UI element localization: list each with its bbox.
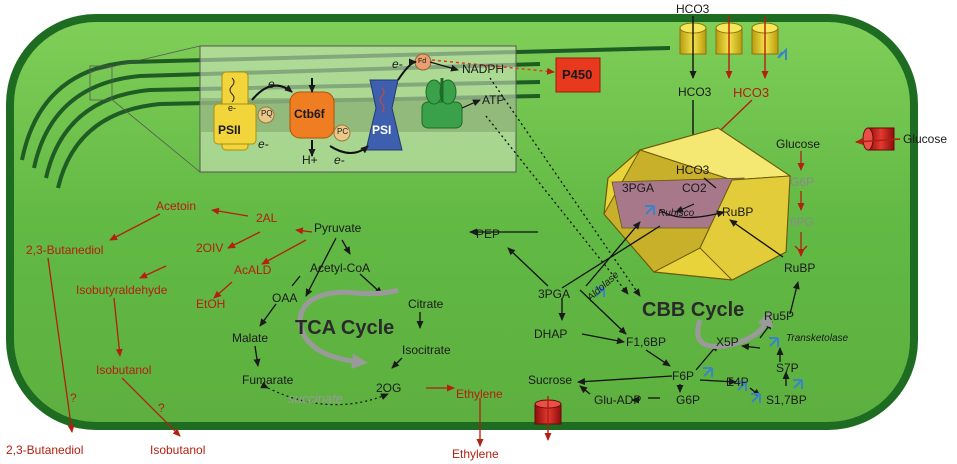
succinate-loop bbox=[260, 381, 389, 406]
h-plus-label: H+ bbox=[302, 153, 318, 167]
p450-label: P450 bbox=[562, 67, 593, 82]
glucose-inside-label: Glucose bbox=[776, 137, 821, 151]
pq-label: PQ bbox=[261, 109, 273, 118]
photosynthesis-inset bbox=[199, 45, 517, 173]
e4p-label: E4P bbox=[726, 375, 749, 389]
co2-label: CO2 bbox=[682, 181, 707, 195]
tca-arrows bbox=[253, 237, 424, 369]
electron-label-1: e- bbox=[268, 77, 279, 91]
g6p-gray-label: G6P bbox=[790, 175, 815, 189]
malate-label: Malate bbox=[232, 331, 269, 345]
ctb6f-label: Ctb6f bbox=[294, 107, 325, 121]
sucrose-label: Sucrose bbox=[528, 373, 573, 387]
question-mark-2: ? bbox=[158, 401, 165, 415]
6pg-gray-label: 6PG bbox=[790, 215, 815, 229]
acald-label: AcALD bbox=[234, 263, 272, 277]
g6p-label: G6P bbox=[676, 393, 701, 407]
citrate-label: Citrate bbox=[408, 297, 444, 311]
enzyme-markers bbox=[595, 205, 803, 403]
pq-carrier bbox=[257, 106, 275, 124]
enzyme-marker-icon bbox=[777, 47, 787, 60]
isobutanol-label: Isobutanol bbox=[96, 363, 152, 377]
butanediol-label: 2,3-Butanediol bbox=[26, 243, 104, 257]
tca-cycle-title: TCA Cycle bbox=[295, 317, 395, 339]
glucose-outside-label: Glucose bbox=[903, 132, 948, 146]
isocitrate-label: Isocitrate bbox=[402, 343, 451, 357]
fumarate-label: Fumarate bbox=[242, 373, 294, 387]
f16bp-label: F1,6BP bbox=[626, 335, 667, 349]
psi-label: PSI bbox=[372, 123, 392, 137]
question-mark-1: ? bbox=[70, 391, 77, 405]
nadph-label: NADPH bbox=[462, 62, 505, 76]
ethylene-label: Ethylene bbox=[456, 387, 503, 401]
pep-label: PEP bbox=[476, 227, 501, 241]
nadph-dotted-arrow bbox=[489, 77, 641, 297]
out-butanediol-label: 2,3-Butanediol bbox=[6, 443, 84, 457]
electron-label-2: e- bbox=[258, 137, 269, 151]
zoom-source-box bbox=[89, 65, 113, 101]
cbb-cycle-arrow bbox=[695, 310, 773, 349]
rubp-label: RuBP bbox=[784, 261, 816, 275]
s7p-label: S7P bbox=[776, 361, 799, 375]
pc-carrier bbox=[333, 124, 351, 142]
pyruvate-label: Pyruvate bbox=[314, 221, 362, 235]
thylakoid-membranes bbox=[20, 46, 671, 189]
pc-label: PC bbox=[337, 127, 349, 136]
product-arrows bbox=[47, 207, 484, 447]
f6p-label: F6P bbox=[672, 369, 695, 383]
hco3-outside-label: HCO3 bbox=[676, 2, 710, 16]
p450-box bbox=[555, 57, 601, 93]
glucose-transporter-icon bbox=[862, 127, 895, 151]
electron-label-psii: e- bbox=[228, 103, 237, 113]
hco3-carboxysome-label: HCO3 bbox=[676, 163, 710, 177]
electron-label-3: e- bbox=[334, 153, 345, 167]
acetoin-label: Acetoin bbox=[156, 199, 197, 213]
hco3-inside-label: HCO3 bbox=[678, 85, 712, 99]
psii-label: PSII bbox=[218, 123, 241, 137]
2al-label: 2AL bbox=[256, 211, 278, 225]
carboxysome-rubp-label: RuBP bbox=[722, 205, 754, 219]
zoom-lines bbox=[89, 45, 201, 173]
transketolase-label: Transketolase bbox=[786, 333, 849, 344]
isobutyraldehyde-label: Isobutyraldehyde bbox=[76, 283, 168, 297]
glu-adp-label: Glu-ADP bbox=[594, 393, 642, 407]
carboxysome-3pga-label: 3PGA bbox=[622, 181, 655, 195]
atp-synthase bbox=[421, 78, 463, 129]
dhap-label: DHAP bbox=[534, 327, 568, 341]
cbb-3pga-label: 3PGA bbox=[538, 287, 571, 301]
tca-cycle-arrow bbox=[297, 287, 399, 370]
succinate-label: succinate bbox=[288, 391, 343, 406]
oaa-label: OAA bbox=[272, 291, 298, 305]
hco3-red-label: HCO3 bbox=[733, 85, 770, 100]
out-ethylene-label: Ethylene bbox=[452, 447, 499, 461]
atp-label: ATP bbox=[482, 93, 505, 107]
psii-complex bbox=[213, 71, 257, 151]
x5p-label: X5P bbox=[716, 335, 739, 349]
fd-label: Fd bbox=[418, 58, 427, 65]
2og-label: 2OG bbox=[376, 381, 402, 395]
rubisco-label: Rubisco bbox=[658, 208, 695, 219]
cbb-arrows bbox=[469, 219, 800, 404]
ru5p-label: Ru5P bbox=[764, 309, 795, 323]
acetyl-coa-label: Acetyl-CoA bbox=[310, 261, 371, 275]
2oiv-label: 2OIV bbox=[196, 241, 224, 255]
electron-label-4: e- bbox=[392, 57, 403, 71]
fd-to-p450-arrow bbox=[431, 59, 555, 75]
s17bp-label: S1,7BP bbox=[766, 393, 807, 407]
cbb-cycle-title: CBB Cycle bbox=[642, 299, 745, 321]
etoh-label: EtOH bbox=[196, 297, 226, 311]
out-isobutanol-label: Isobutanol bbox=[150, 443, 206, 457]
